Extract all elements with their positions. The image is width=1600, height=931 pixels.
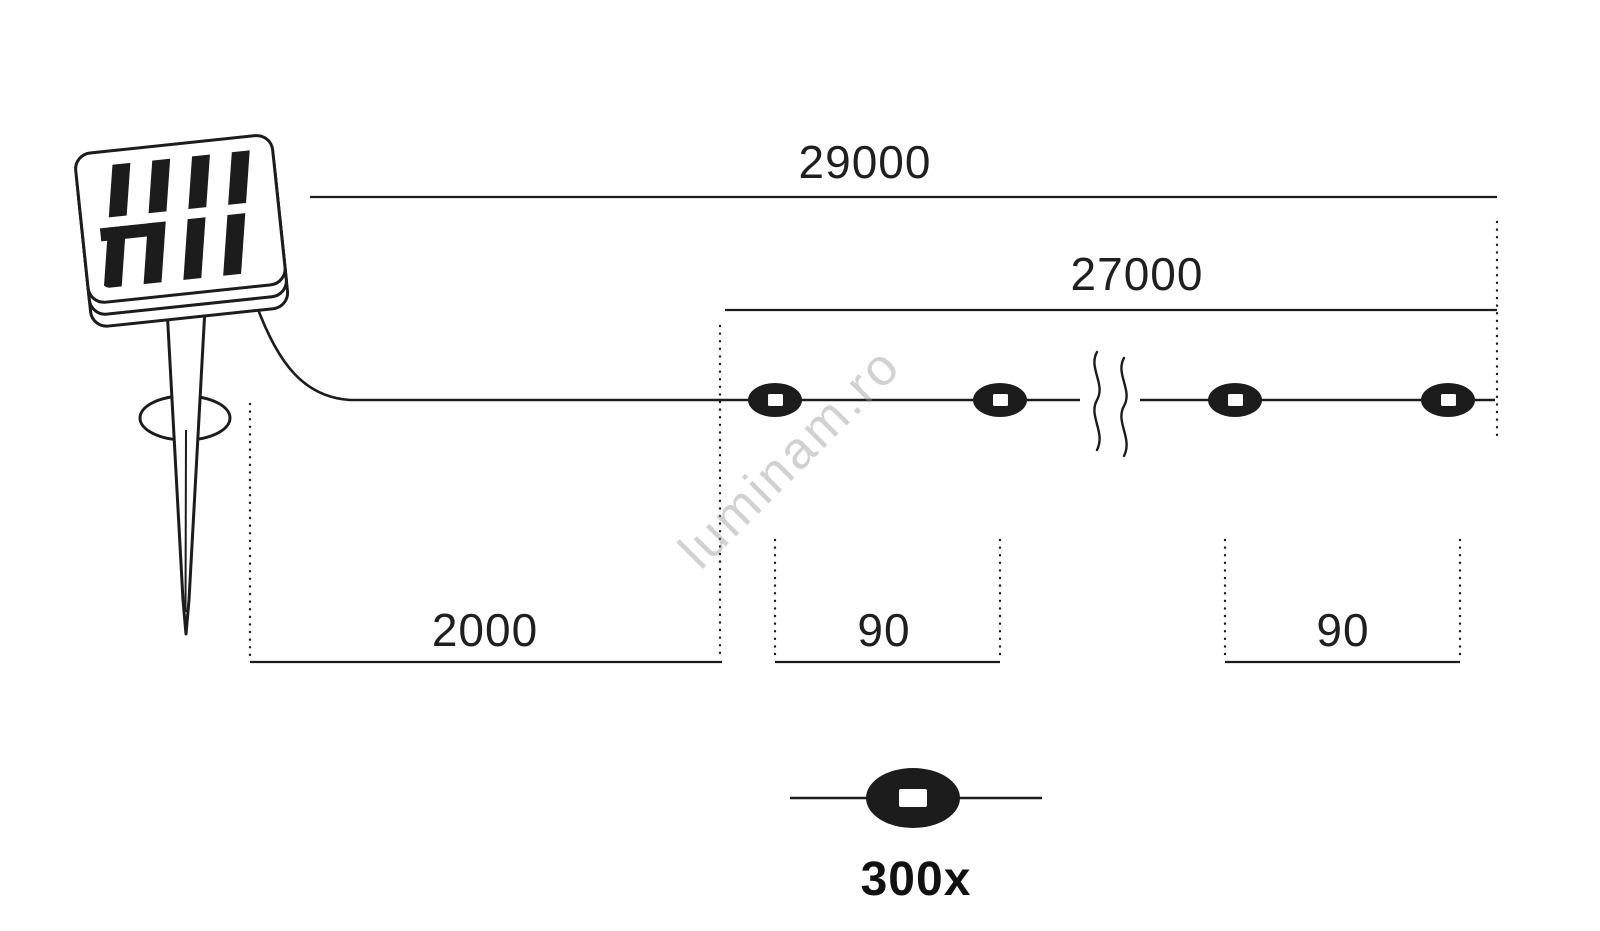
dimension-label-spacing-right: 90 — [1316, 604, 1370, 656]
lead-wire — [254, 303, 1080, 402]
dimension-label-total-length: 29000 — [798, 136, 932, 188]
led-bulb-icon — [748, 383, 802, 417]
led-bulb-icon — [973, 383, 1027, 417]
dimension-label-lead-length: 2000 — [431, 604, 539, 656]
length-break-icon — [1093, 350, 1128, 458]
led-bulb-icon — [1208, 383, 1262, 417]
bulb-count-label: 300x — [860, 853, 972, 906]
stake-seam — [184, 429, 187, 613]
led-detail — [790, 768, 1042, 828]
led-bulb-icon — [1421, 383, 1475, 417]
extension-lines — [248, 220, 1499, 662]
dimension-lines — [250, 195, 1497, 664]
solar-panel-icon — [74, 134, 290, 328]
led-string — [748, 383, 1475, 417]
dimension-label-spacing-left: 90 — [857, 604, 911, 656]
dimension-label-string-length: 27000 — [1070, 248, 1204, 300]
led-bulb-large-icon — [866, 768, 960, 828]
ground-stake-icon — [138, 306, 232, 636]
solar-cells-pattern — [90, 149, 269, 289]
